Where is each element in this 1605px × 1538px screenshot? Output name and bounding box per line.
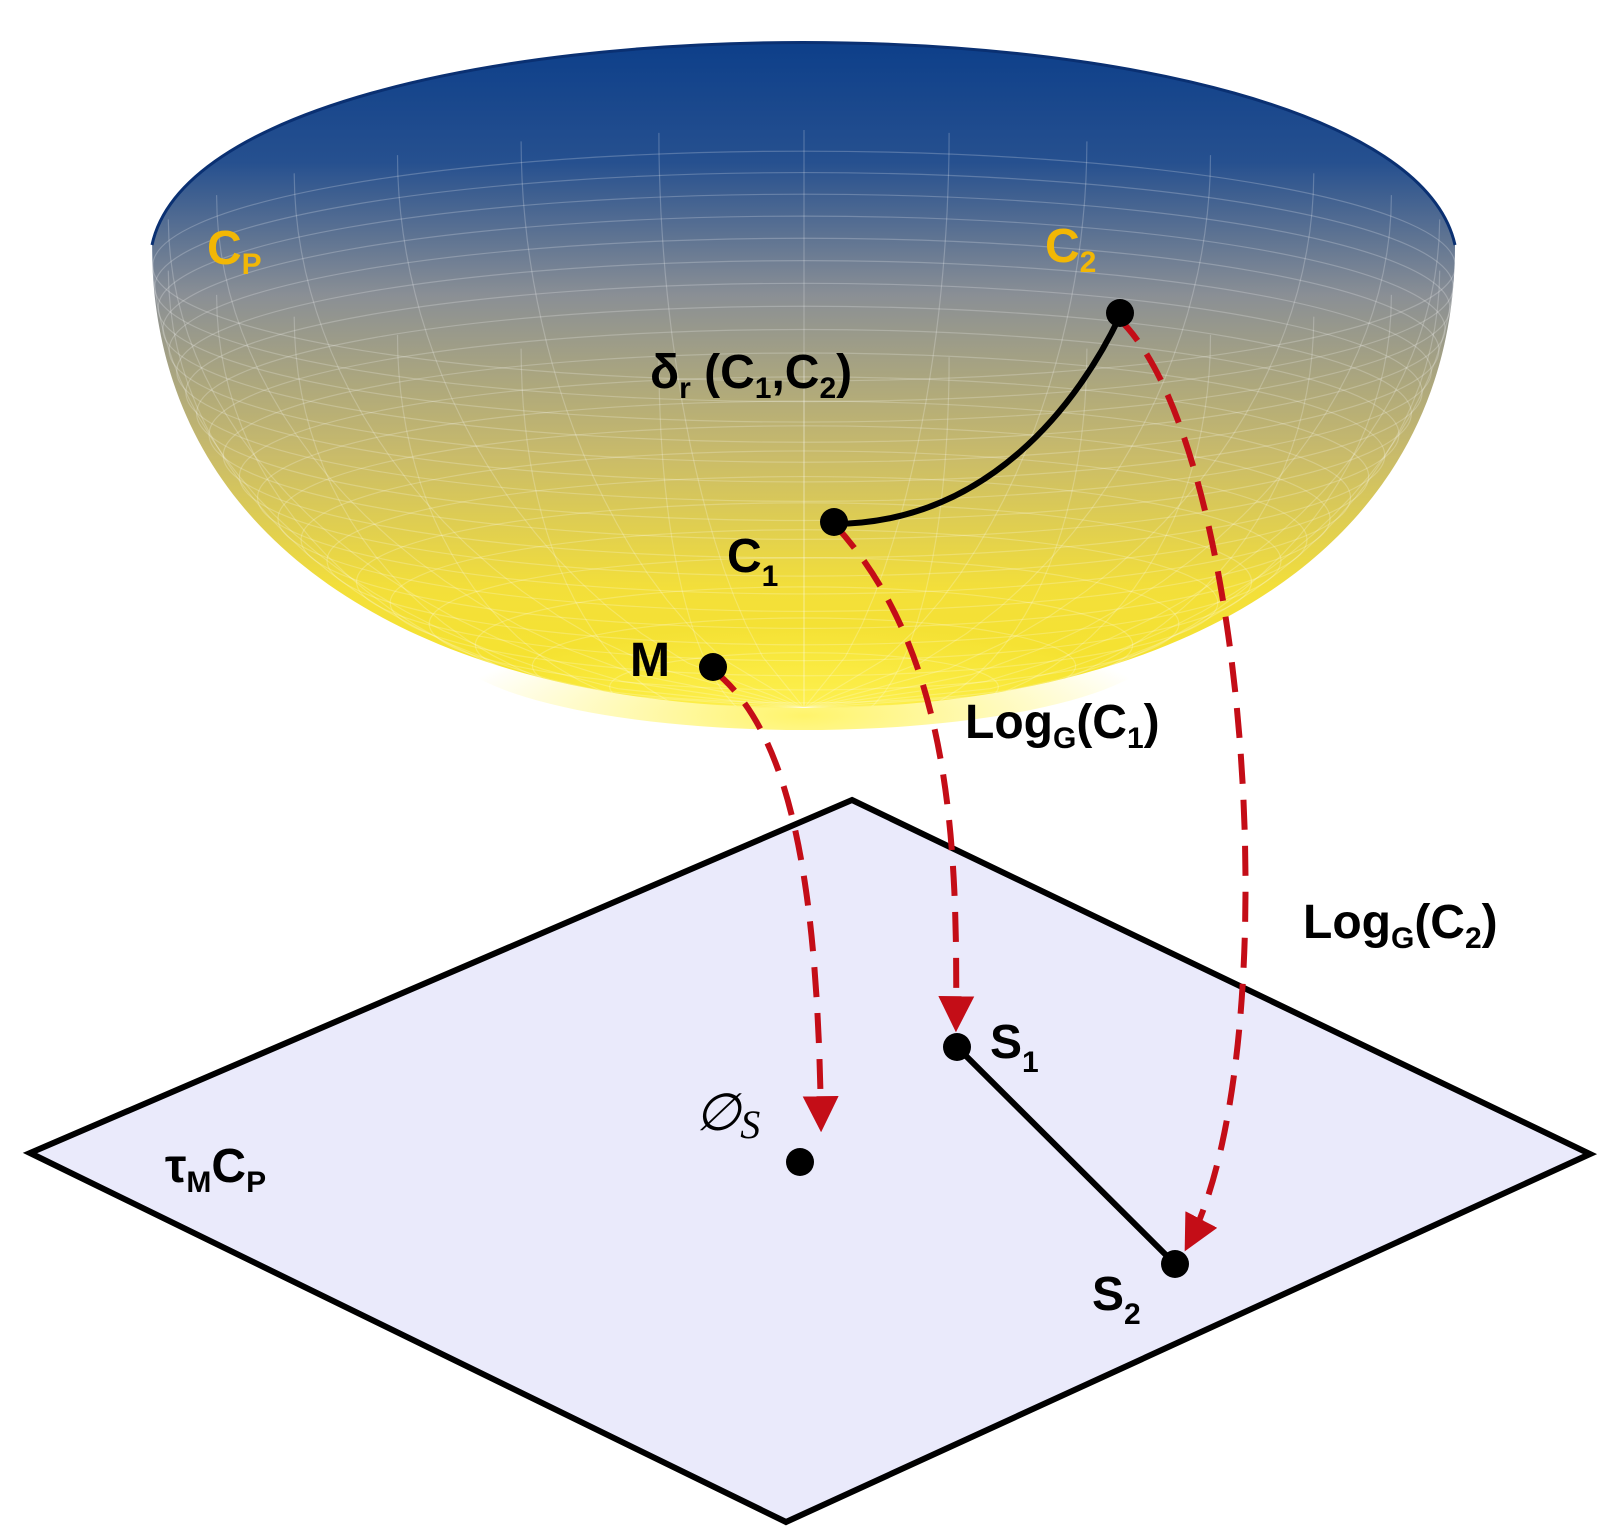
grid-meridian bbox=[167, 219, 805, 708]
label-m: M bbox=[630, 634, 670, 687]
points bbox=[699, 299, 1189, 1278]
grid-meridian bbox=[803, 195, 1392, 708]
grid-meridian bbox=[293, 316, 805, 708]
grid-ring bbox=[326, 475, 1282, 646]
bowl-rim bbox=[150, 41, 1457, 246]
grid-ring bbox=[185, 282, 1423, 502]
label-manifold: CP bbox=[207, 222, 262, 281]
arrow-c1-to-s1 bbox=[832, 522, 975, 1033]
grid-meridian bbox=[658, 357, 805, 708]
point-s2 bbox=[1161, 1250, 1189, 1278]
grid-ring bbox=[157, 193, 1451, 423]
grid-ring bbox=[389, 529, 1219, 677]
grid-meridian bbox=[803, 348, 1088, 708]
label-log-c1: LogG(C1) bbox=[965, 696, 1160, 755]
grid-meridian bbox=[803, 155, 1212, 708]
grid-meridian bbox=[803, 244, 1455, 708]
grid-ring bbox=[277, 425, 1331, 612]
grid-meridian bbox=[803, 132, 950, 708]
label-c1: C1 bbox=[727, 530, 778, 593]
grid-meridian bbox=[803, 294, 1392, 708]
grid-meridian bbox=[658, 132, 805, 708]
grid-meridian bbox=[396, 155, 805, 708]
manifold-bowl bbox=[150, 41, 1457, 730]
geodesic-curve bbox=[829, 314, 1123, 528]
grid-ring bbox=[168, 237, 1440, 463]
log-map-arrows bbox=[711, 315, 1249, 1252]
bowl-surface bbox=[152, 42, 1455, 708]
label-s2: S2 bbox=[1092, 1268, 1141, 1331]
grid-meridian bbox=[803, 316, 1315, 708]
grid-meridian bbox=[152, 244, 805, 708]
grid-ring bbox=[238, 376, 1370, 577]
point-s1 bbox=[943, 1033, 971, 1061]
label-distance: δr (C1,C2) bbox=[650, 346, 852, 405]
arrow-m-to-phi bbox=[711, 667, 839, 1133]
label-log-c2: LogG(C2) bbox=[1303, 896, 1498, 955]
grid-ring bbox=[474, 586, 1134, 704]
label-c2: C2 bbox=[1045, 220, 1096, 279]
grid-ring bbox=[256, 400, 1352, 595]
grid-meridian bbox=[803, 173, 1315, 708]
grid-ring bbox=[531, 617, 1077, 708]
grid-meridian bbox=[803, 334, 1212, 708]
point-c2 bbox=[1106, 299, 1134, 327]
grid-ring bbox=[222, 352, 1386, 559]
grid-meridian bbox=[803, 270, 1441, 708]
grid-meridian bbox=[803, 141, 1088, 708]
grid-meridian bbox=[520, 348, 805, 708]
grid-meridian bbox=[216, 294, 805, 708]
point-phi-s bbox=[786, 1148, 814, 1176]
grid-ring bbox=[355, 502, 1253, 662]
grid-meridian bbox=[396, 334, 805, 708]
grid-meridian bbox=[216, 195, 805, 708]
grid-ring bbox=[152, 150, 1455, 382]
grid-ring bbox=[300, 450, 1308, 629]
grid-ring bbox=[609, 652, 999, 708]
grid-ring bbox=[162, 215, 1446, 443]
bowl-glow bbox=[444, 550, 1164, 730]
grid-ring bbox=[196, 305, 1412, 522]
label-s1: S1 bbox=[990, 1016, 1039, 1079]
grid-meridian bbox=[803, 219, 1441, 708]
grid-ring bbox=[428, 557, 1180, 691]
grid-meridian bbox=[167, 270, 805, 708]
grid-ring bbox=[208, 328, 1400, 540]
label-tangent-space: τMCP bbox=[165, 1140, 266, 1199]
arrow-c2-to-s2 bbox=[1115, 315, 1249, 1252]
tangent-segment bbox=[955, 1045, 1180, 1269]
point-c1 bbox=[820, 508, 848, 536]
bowl-grid bbox=[152, 130, 1455, 708]
grid-meridian bbox=[293, 173, 805, 708]
point-m bbox=[699, 653, 727, 681]
grid-meridian bbox=[803, 357, 950, 708]
label-phi-s: ∅S bbox=[695, 1085, 760, 1147]
grid-meridian bbox=[520, 141, 805, 708]
grid-ring bbox=[176, 260, 1432, 483]
